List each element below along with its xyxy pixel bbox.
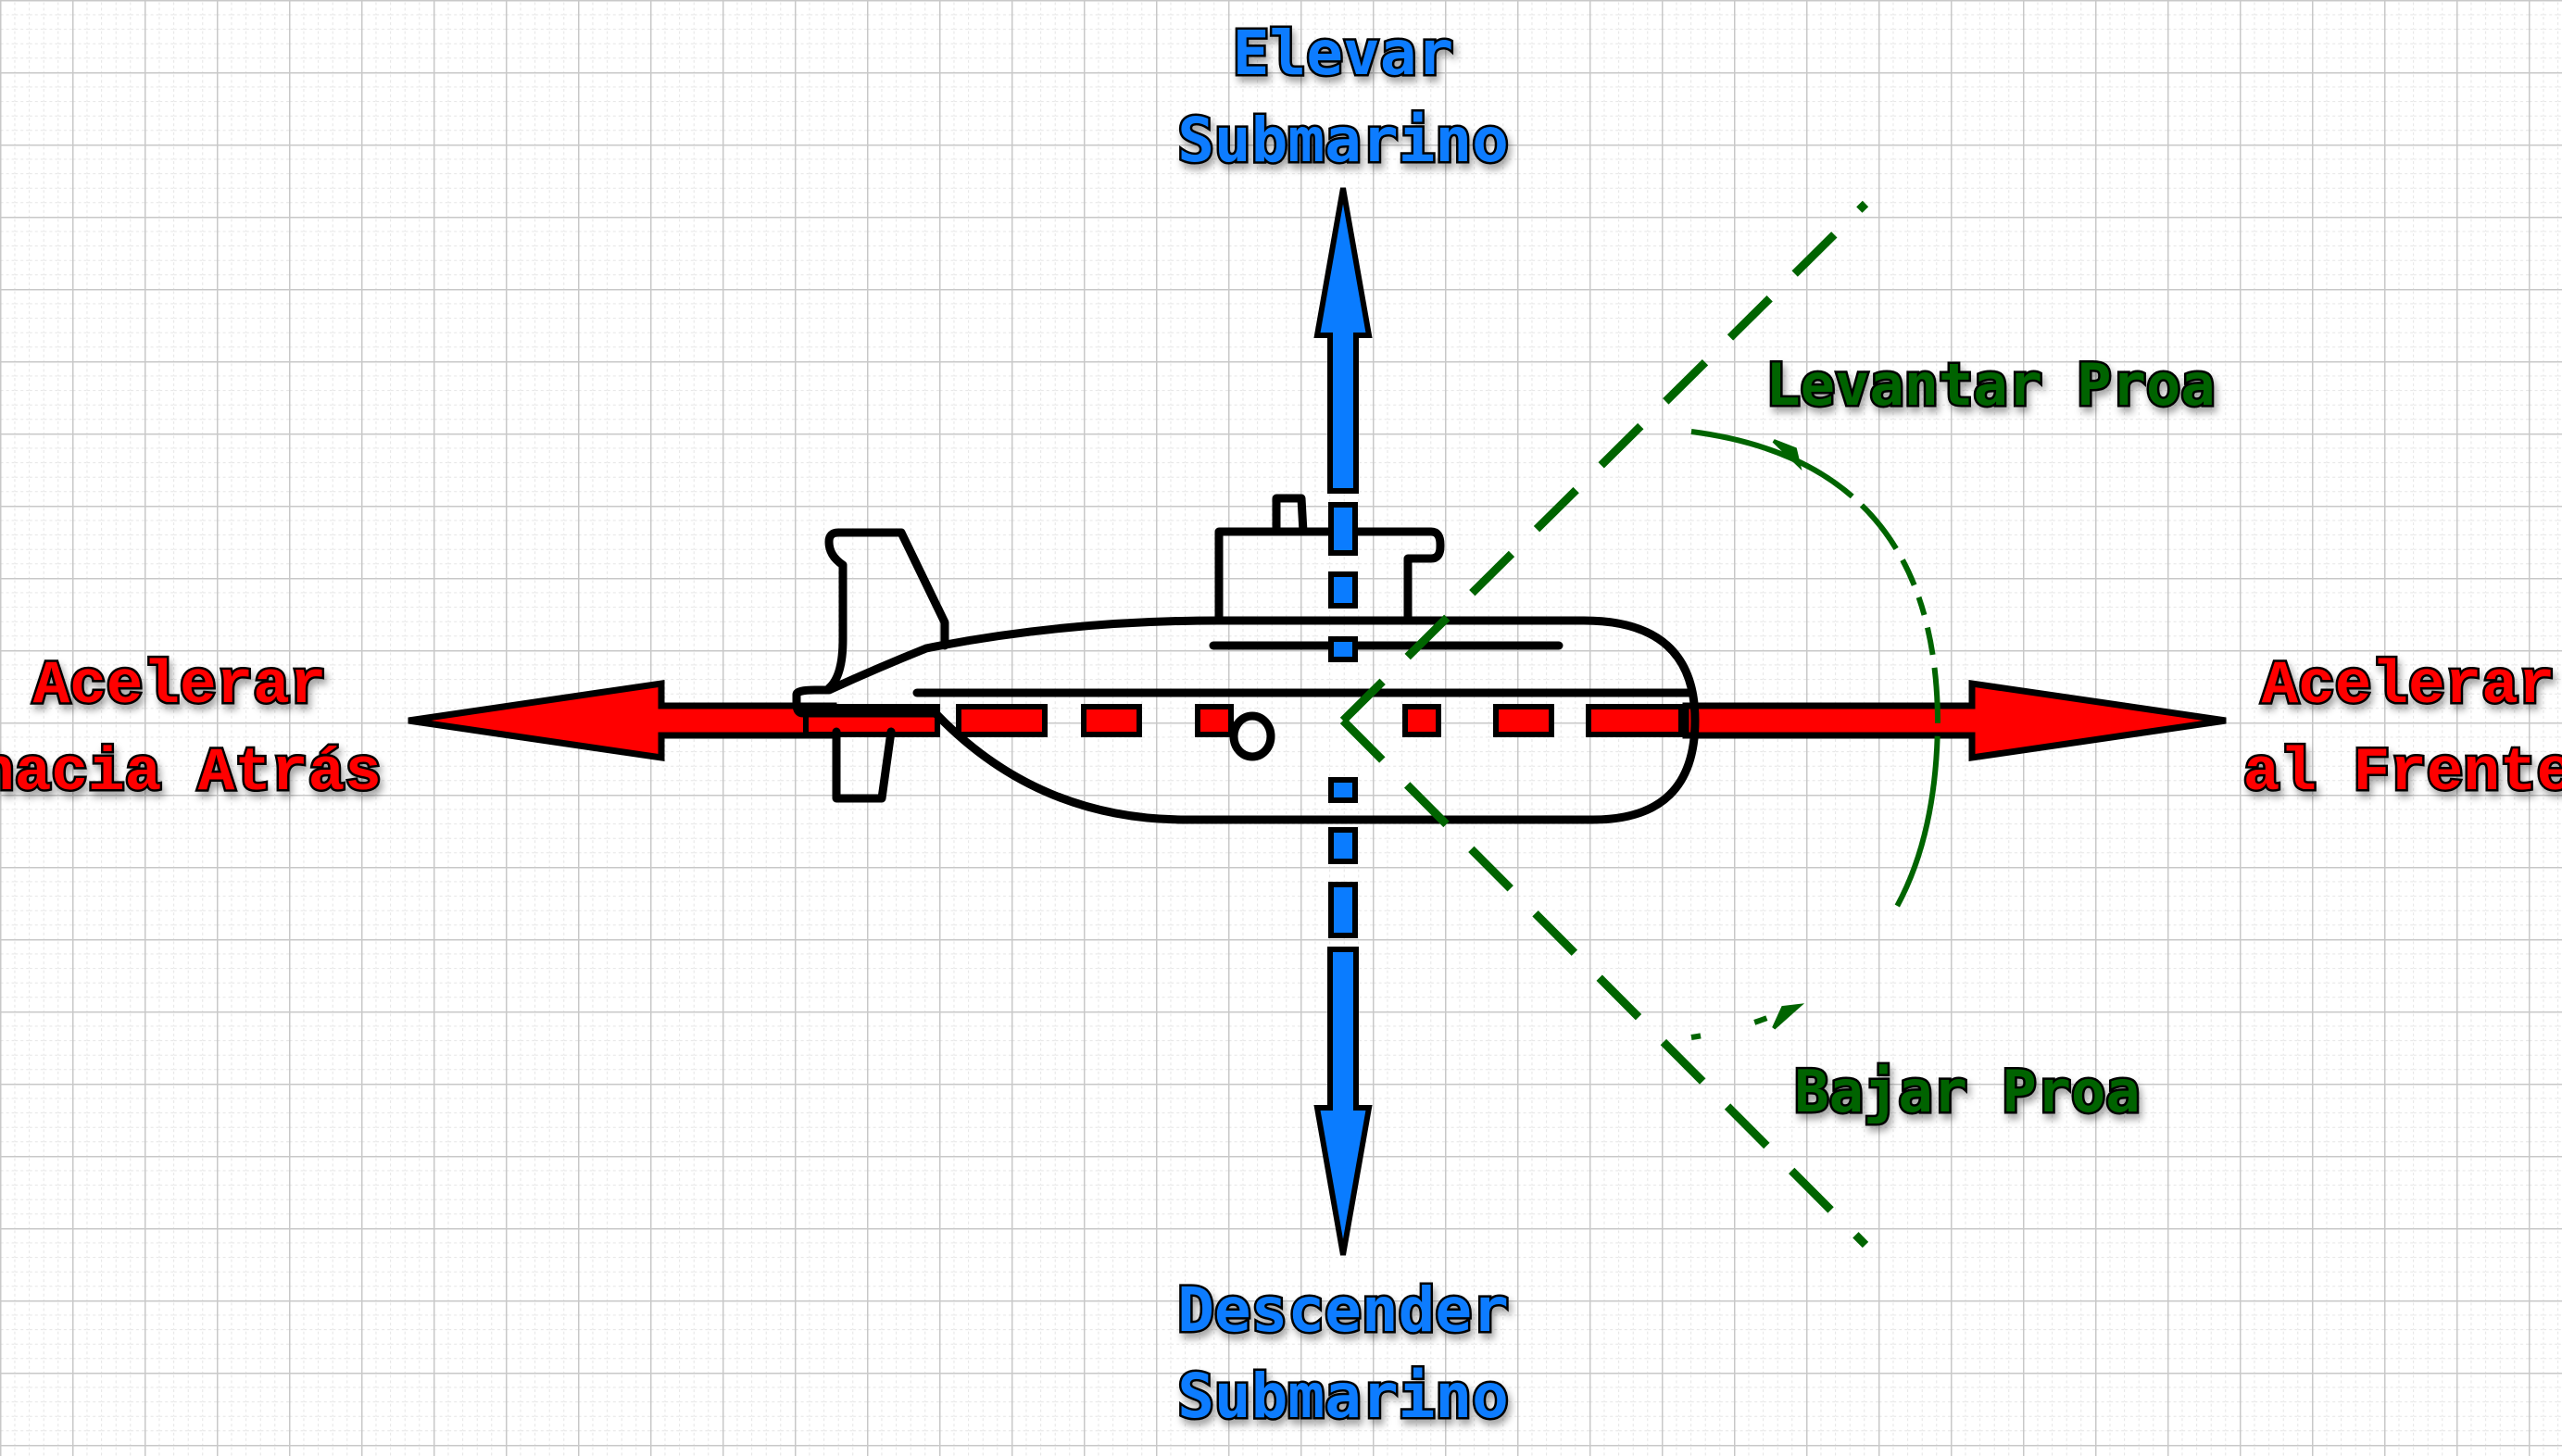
descend-label-line1: Descender: [1177, 1274, 1509, 1346]
horizontal-axis-dashes: [803, 704, 1684, 737]
rise-label-line1: Elevar: [1233, 18, 1453, 89]
pitch-down-arrowhead-icon: [1772, 1003, 1805, 1030]
forward-arrow-icon: [1682, 679, 2227, 762]
pitch-down-line: [1339, 717, 1869, 1249]
pitch-up-label: Levantar Proa: [1765, 351, 2215, 419]
periscope: [1272, 494, 1308, 536]
lower-rudder: [832, 727, 896, 803]
horizontal-axis-arrow: [408, 679, 2227, 762]
conning-tower: [1214, 527, 1445, 625]
reverse-label-line1: Acelerar: [33, 651, 327, 721]
vertical-axis-arrow: [1313, 187, 1373, 1256]
porthole-icon: [1229, 711, 1275, 761]
forward-label-line2: al Frente: [2243, 738, 2562, 808]
rise-label-line2: Submarino: [1177, 105, 1509, 176]
pitch-indicator: [1339, 200, 1941, 1249]
rise-arrow-icon: [1313, 187, 1373, 494]
hull: [792, 616, 1700, 824]
forward-label-line1: Acelerar: [2262, 651, 2556, 721]
descend-label-line2: Submarino: [1177, 1361, 1509, 1432]
pitch-up-arrowhead-icon: [1772, 439, 1802, 471]
vertical-axis-dashes: [1328, 502, 1358, 938]
upper-rudder: [824, 528, 949, 693]
descend-arrow-icon: [1313, 947, 1373, 1256]
reverse-label-line2: hacia Atrás: [0, 738, 382, 808]
pitch-up-line: [1339, 200, 1869, 724]
pitch-down-label: Bajar Proa: [1794, 1058, 2140, 1125]
submarine-icon: [792, 494, 1700, 824]
pitch-arc: [1690, 429, 1941, 1040]
